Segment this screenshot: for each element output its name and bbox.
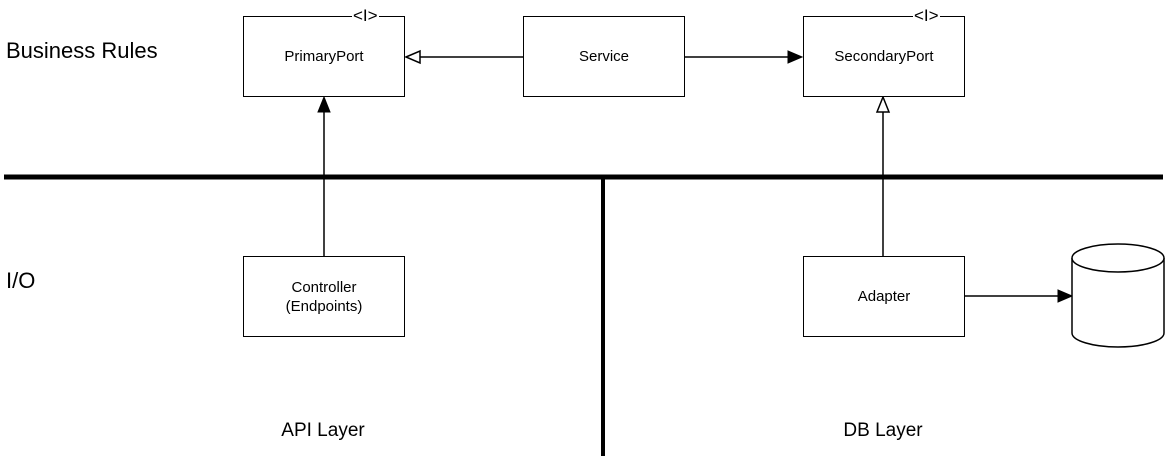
filled-arrowhead-icon — [787, 50, 804, 64]
zone-label-db-layer: DB Layer — [843, 420, 923, 441]
adapter-label: Adapter — [857, 288, 911, 305]
service-box[interactable]: Service — [523, 16, 685, 97]
primary-port-label: PrimaryPort — [284, 48, 364, 65]
controller-label-line2: (Endpoints) — [285, 297, 363, 315]
primary-port-box[interactable]: PrimaryPort — [243, 16, 405, 97]
layer-label-io: I/O — [6, 268, 36, 293]
hollow-triangle-arrowhead-icon — [404, 49, 421, 65]
adapter-box[interactable]: Adapter — [803, 256, 965, 337]
controller-box[interactable]: Controller (Endpoints) — [243, 256, 405, 337]
zone-label-api-layer: API Layer — [281, 420, 365, 441]
hollow-triangle-arrowhead-icon — [875, 94, 891, 113]
secondary-port-label: SecondaryPort — [834, 48, 934, 65]
filled-arrowhead-icon — [1057, 289, 1074, 303]
interface-stereotype-label: <I> — [352, 6, 379, 25]
controller-label-line1: Controller — [291, 278, 357, 296]
database-cylinder-icon — [1071, 243, 1165, 348]
filled-arrowhead-icon — [317, 95, 331, 113]
interface-stereotype-label: <I> — [913, 6, 940, 25]
secondary-port-box[interactable]: SecondaryPort — [803, 16, 965, 97]
service-label: Service — [578, 48, 630, 65]
layer-label-business-rules: Business Rules — [6, 38, 158, 63]
